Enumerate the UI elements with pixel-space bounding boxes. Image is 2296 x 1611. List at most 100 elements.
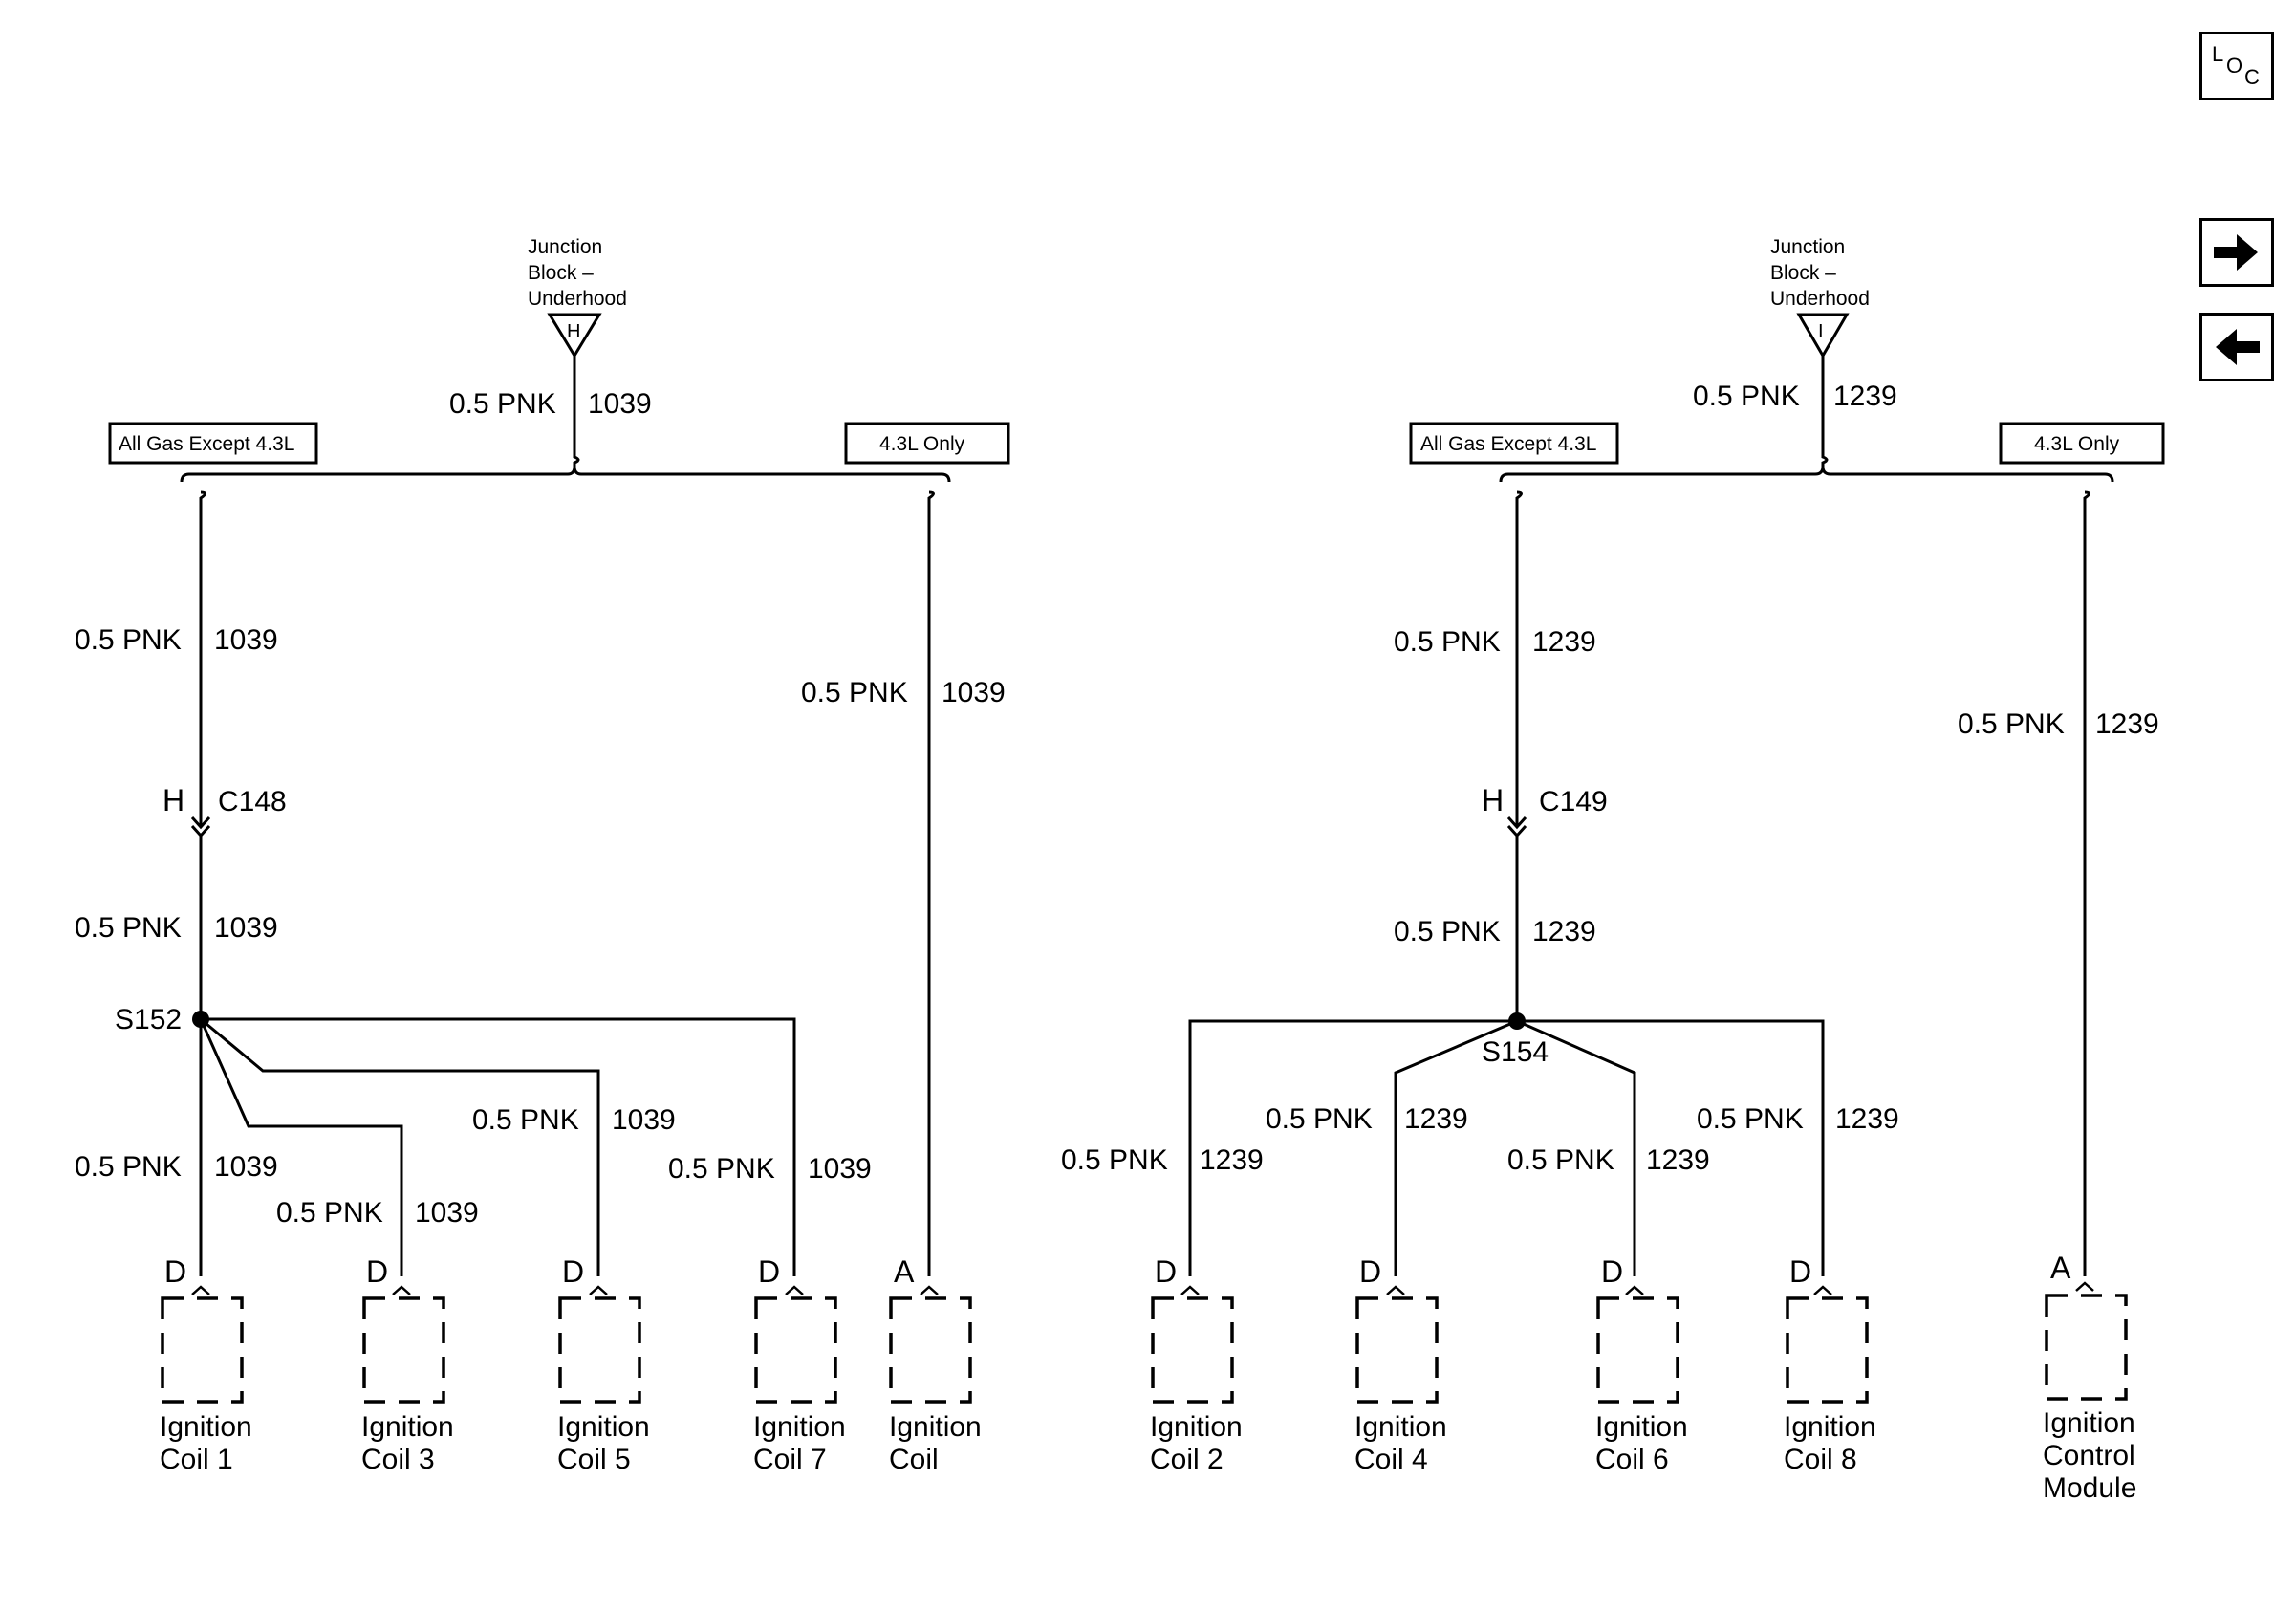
junction-title-line-2: Block –: [1770, 262, 1836, 284]
component-ignition-coil-1: D Ignition Coil 1: [160, 1254, 252, 1475]
component-box: [889, 1296, 972, 1404]
coil-6-label-1: Ignition: [1595, 1411, 1688, 1443]
coil-1-label-2: Coil 1: [160, 1444, 233, 1475]
coil-8-wire-circuit: 1239: [1835, 1103, 1899, 1135]
component-box: [2045, 1294, 2128, 1401]
coil-7-label-1: Ignition: [753, 1411, 846, 1443]
option-bracket: [1499, 466, 2114, 483]
option-bracket: [180, 466, 951, 483]
splice-bus-wire: [1188, 1019, 1825, 1276]
right-circuit: Junction Block – Underhood I 0.5 PNK 123…: [1061, 236, 2165, 1504]
feed-wire: [1821, 356, 1829, 472]
loc-button[interactable]: L O C: [2199, 32, 2274, 100]
component-box: [1355, 1296, 1439, 1404]
coil-1-pin: D: [164, 1254, 186, 1289]
next-page-button[interactable]: [2199, 218, 2274, 287]
feed-wire-gauge: 0.5 PNK: [449, 388, 556, 420]
arrow-left-icon: [2216, 329, 2260, 365]
coil-1-wire-circuit: 1039: [214, 1151, 278, 1183]
coil-4-wire-gauge: 0.5 PNK: [1266, 1103, 1373, 1135]
junction-terminal-icon: [547, 313, 602, 359]
pin-terminal-icon: [1386, 1285, 1405, 1295]
connector-name: C148: [218, 786, 287, 817]
component-ignition-coil-2: D Ignition Coil 2: [1150, 1254, 1243, 1475]
component-ignition-coil-5: D Ignition Coil 5: [557, 1254, 650, 1475]
branch-right-gauge: 0.5 PNK: [801, 677, 908, 708]
coil-5-pin: D: [562, 1254, 584, 1289]
feed-wire-circuit: 1239: [1833, 381, 1897, 412]
option-label-box: [1409, 422, 1619, 465]
ignition-control-module-label-3: Module: [2043, 1472, 2136, 1504]
component-box: [558, 1296, 641, 1404]
junction-pin: I: [1818, 321, 1824, 342]
ignition-coil-pin: A: [894, 1254, 915, 1289]
pin-terminal-icon: [920, 1285, 939, 1295]
pin-terminal-icon: [1180, 1285, 1200, 1295]
option-label-left: All Gas Except 4.3L: [119, 433, 294, 455]
coil-7-wire: [201, 1017, 796, 1276]
component-ignition-coil-6: D Ignition Coil 6: [1595, 1254, 1688, 1475]
component-ignition-coil-8: D Ignition Coil 8: [1784, 1254, 1876, 1475]
branch-left-gauge: 0.5 PNK: [1394, 626, 1501, 658]
junction-title-line-3: Underhood: [1770, 288, 1870, 310]
feed-wire-gauge: 0.5 PNK: [1693, 381, 1800, 412]
coil-5-wire-gauge: 0.5 PNK: [472, 1104, 579, 1136]
coil-8-wire-gauge: 0.5 PNK: [1697, 1103, 1804, 1135]
loc-icon: L O C: [2212, 42, 2260, 89]
coil-4-label-2: Coil 4: [1354, 1444, 1428, 1475]
pin-terminal-icon: [589, 1285, 608, 1295]
svg-text:C: C: [2244, 65, 2260, 89]
pin-terminal-icon: [191, 1285, 210, 1295]
option-label-box: [844, 422, 1010, 465]
branch-wire-left: [199, 490, 206, 826]
option-label-right: 4.3L Only: [879, 433, 965, 455]
after-connector-circuit: 1239: [1532, 916, 1596, 947]
coil-3-wire: [199, 1018, 403, 1276]
feed-wire-circuit: 1039: [588, 388, 652, 420]
coil-2-label-1: Ignition: [1150, 1411, 1243, 1443]
coil-6-wire-circuit: 1239: [1646, 1144, 1710, 1176]
branch-right-circuit: 1239: [2095, 708, 2159, 740]
branch-left-circuit: 1239: [1532, 626, 1596, 658]
pin-terminal-icon: [2075, 1281, 2094, 1292]
component-box: [1151, 1296, 1234, 1404]
ignition-control-module-label-1: Ignition: [2043, 1407, 2135, 1439]
component-box: [362, 1296, 445, 1404]
junction-title-line-1: Junction: [528, 236, 602, 258]
connector-name: C149: [1539, 786, 1608, 817]
ignition-control-module-pin: A: [2050, 1251, 2071, 1285]
ignition-coil-label-2: Coil: [889, 1444, 939, 1475]
junction-title-line-2: Block –: [528, 262, 594, 284]
coil-1-label-1: Ignition: [160, 1411, 252, 1443]
coil-2-label-2: Coil 2: [1150, 1444, 1224, 1475]
component-ignition-control-module: A Ignition Control Module: [2043, 1251, 2136, 1504]
prev-page-button[interactable]: [2199, 313, 2274, 381]
connector-pin: H: [1482, 783, 1504, 817]
after-connector-circuit: 1039: [214, 912, 278, 944]
coil-5-label-2: Coil 5: [557, 1444, 631, 1475]
pin-terminal-icon: [1625, 1285, 1644, 1295]
coil-6-pin: D: [1601, 1254, 1623, 1289]
ignition-coil-label-1: Ignition: [889, 1411, 982, 1443]
component-box: [161, 1296, 244, 1404]
coil-7-label-2: Coil 7: [753, 1444, 827, 1475]
component-box: [1596, 1296, 1679, 1404]
coil-3-label-1: Ignition: [361, 1411, 454, 1443]
branch-wire-right: [927, 490, 935, 1276]
coil-8-label-1: Ignition: [1784, 1411, 1876, 1443]
coil-6-wire: [1516, 1019, 1636, 1276]
option-label-box: [108, 422, 318, 465]
pin-terminal-icon: [1813, 1285, 1832, 1295]
left-circuit: Junction Block – Underhood H 0.5 PNK 103…: [75, 236, 1010, 1475]
component-box: [1786, 1296, 1869, 1404]
junction-title-line-3: Underhood: [528, 288, 627, 310]
branch-left-circuit: 1039: [214, 624, 278, 656]
branch-right-circuit: 1039: [942, 677, 1006, 708]
coil-3-label-2: Coil 3: [361, 1444, 435, 1475]
coil-4-pin: D: [1359, 1254, 1381, 1289]
branch-left-gauge: 0.5 PNK: [75, 624, 182, 656]
svg-text:L: L: [2212, 42, 2223, 66]
coil-6-wire-gauge: 0.5 PNK: [1507, 1144, 1614, 1176]
pin-terminal-icon: [392, 1285, 411, 1295]
